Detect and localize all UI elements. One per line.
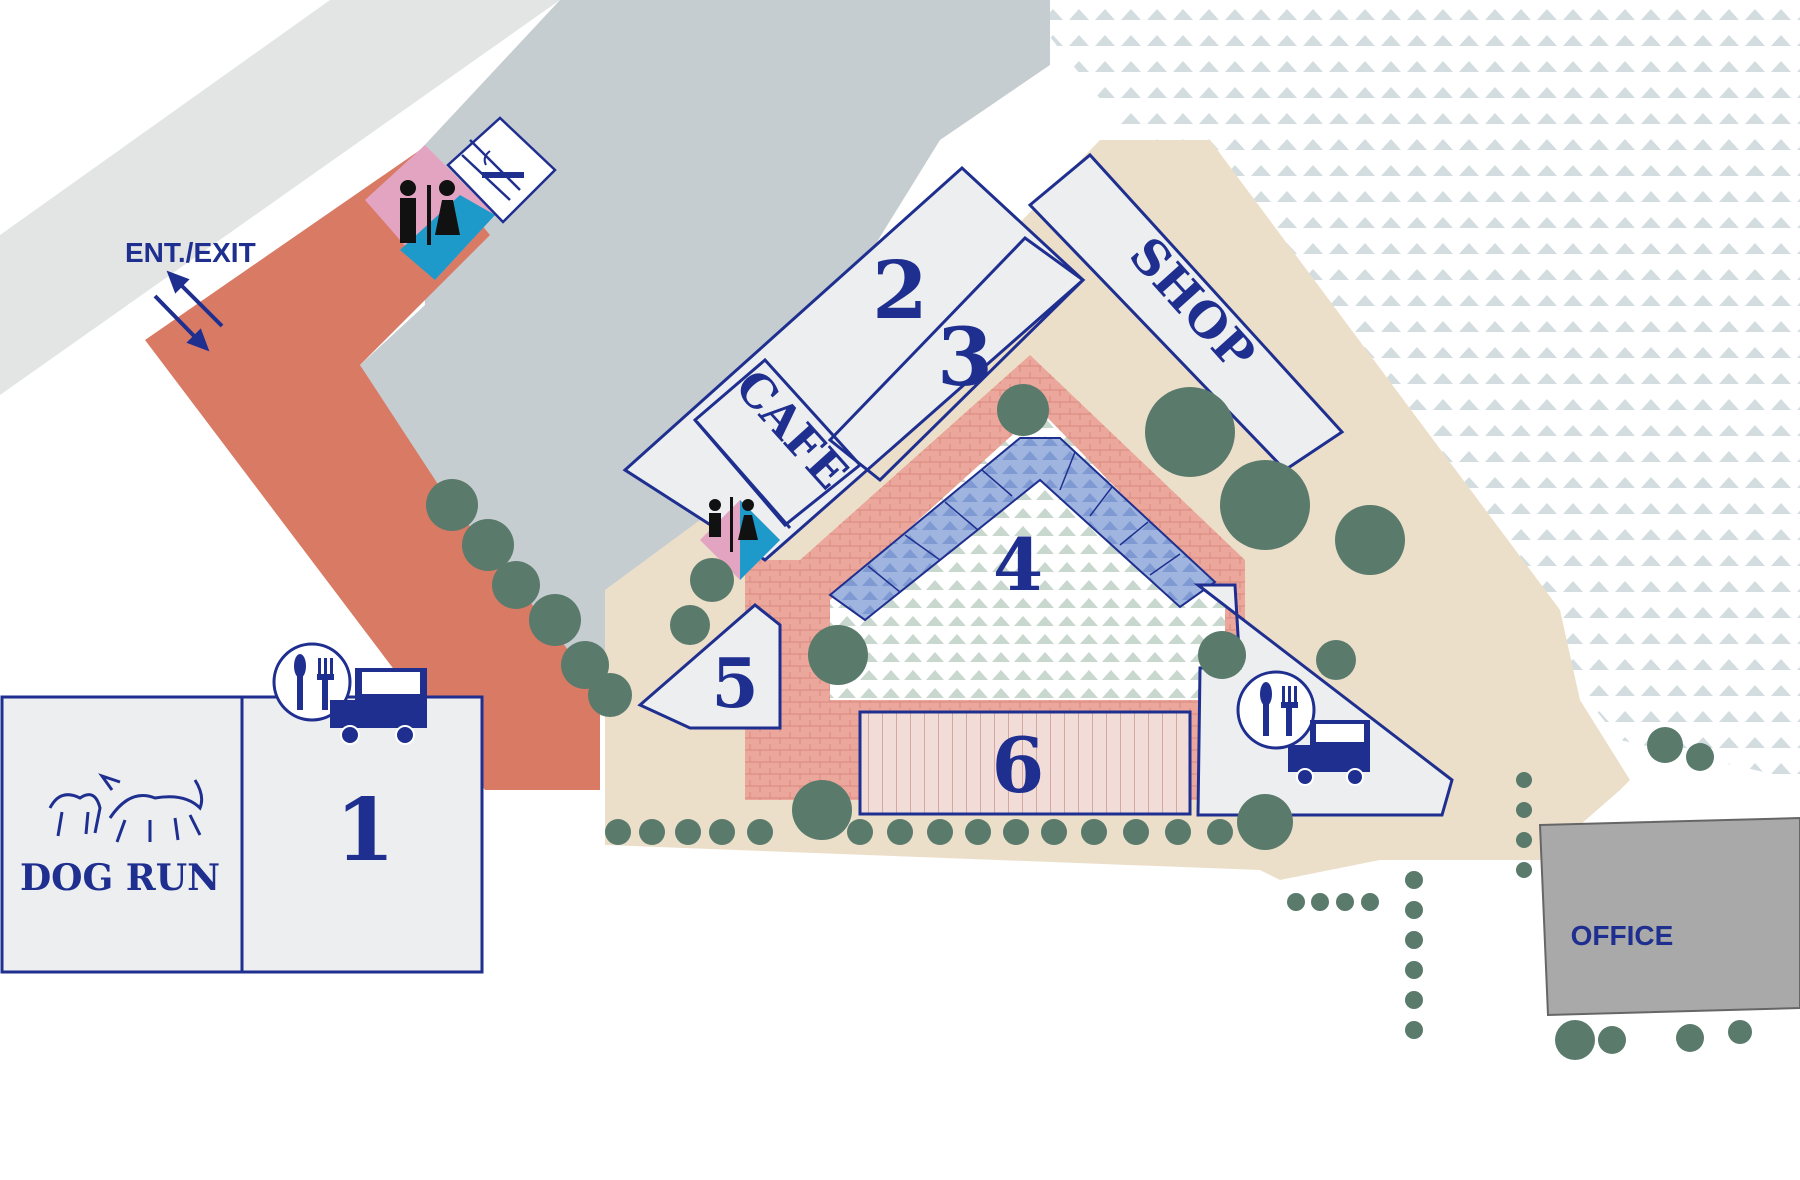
entrance-path [145,150,600,790]
zone-6[interactable]: 6 [858,710,1192,816]
food-area-right[interactable] [1193,583,1454,817]
smoking-area[interactable] [443,116,557,224]
entrance-label: ENT./EXIT [125,237,256,268]
food-icon [1236,670,1316,750]
smoking-area-icon [482,150,524,178]
restroom-icon [709,497,758,552]
restroom-entrance[interactable] [365,145,495,280]
restroom-icon [400,180,460,245]
office-building[interactable]: OFFICE [1538,816,1800,1017]
food-truck-icon [330,668,427,745]
dog-run-label: DOG RUN [20,857,220,899]
dog-run-area[interactable]: DOG RUN [0,695,244,974]
entrance-marker[interactable]: ENT./EXIT [125,237,256,352]
office-label: OFFICE [1571,920,1674,951]
zone-1-label: 1 [335,780,395,881]
food-truck-right [1236,670,1370,786]
zone-5-label: 5 [711,644,758,724]
zone-4-label: 4 [993,522,1043,607]
hedge-dots [605,772,1532,1039]
zone-4-building: 4 [745,355,1245,800]
entrance-arrows-icon [153,270,224,352]
zone-3-label: 3 [937,310,993,404]
trees [426,384,1752,1060]
road [0,0,560,395]
dog-icon [48,773,204,843]
zone-3[interactable]: 3 [827,236,1086,483]
zone-2-label: 2 [872,243,928,337]
food-truck-icon [1288,720,1370,786]
zone-5[interactable]: 5 [637,603,782,730]
food-truck-zone1 [272,642,427,745]
zone-1[interactable]: 1 [240,695,484,974]
zone-6-label: 6 [992,721,1045,810]
